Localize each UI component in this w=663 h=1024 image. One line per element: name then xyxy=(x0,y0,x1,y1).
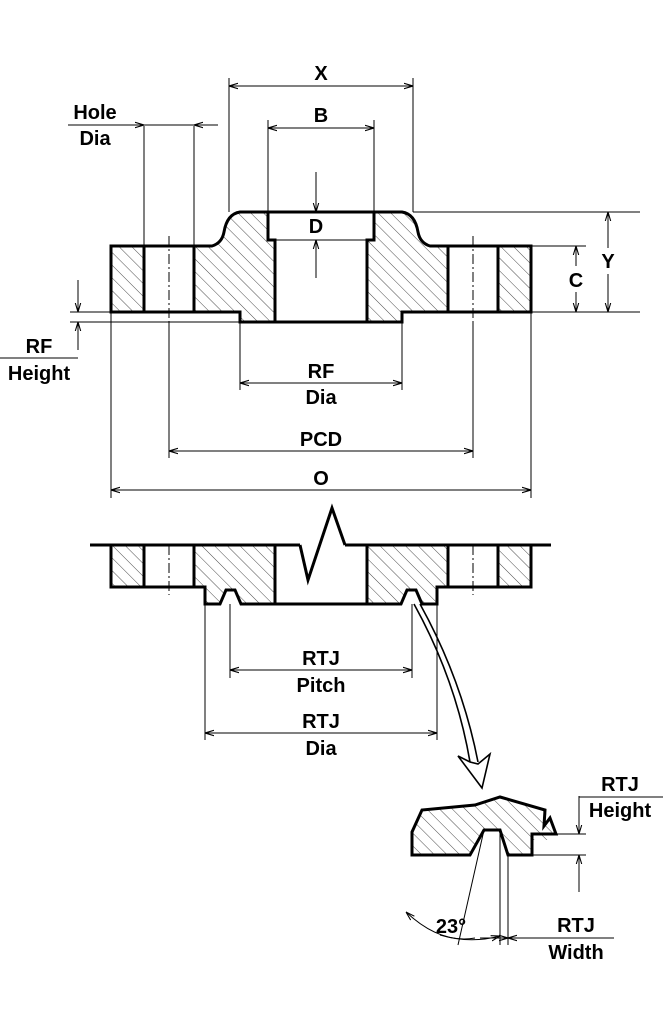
rtj-flange-hatching xyxy=(111,545,531,604)
label-hole-dia-2: Dia xyxy=(79,128,111,150)
label-rtj-dia-1: RTJ xyxy=(302,711,340,733)
dimension-rf-height: RF Height xyxy=(0,280,240,385)
label-rtj-height-1: RTJ xyxy=(601,774,639,796)
label-rtj-width-1: RTJ xyxy=(557,915,595,937)
label-b: B xyxy=(314,105,328,127)
label-rf-height-1: RF xyxy=(26,336,53,358)
label-rtj-pitch-2: Pitch xyxy=(297,675,346,697)
label-rf-dia-2: Dia xyxy=(305,387,337,409)
dimension-rtj-dia: RTJ Dia xyxy=(204,604,438,760)
label-o: O xyxy=(313,468,329,490)
rtj-detail-outline xyxy=(410,795,559,857)
rf-flange-outline xyxy=(109,210,533,324)
dimension-b: B xyxy=(267,105,375,212)
bore-outline xyxy=(266,212,376,322)
dimension-d: D xyxy=(275,172,367,278)
rtj-groove-detail xyxy=(410,795,559,857)
label-rtj-height-2: Height xyxy=(589,800,652,822)
label-y: Y xyxy=(601,251,615,273)
label-rtj-width-2: Width xyxy=(548,942,603,964)
bolt-hole-right xyxy=(446,236,500,322)
label-x: X xyxy=(314,63,328,85)
dimension-hole-dia: Hole Dia xyxy=(68,102,218,246)
label-rtj-pitch-1: RTJ xyxy=(302,648,340,670)
rtj-flange-section xyxy=(90,503,551,606)
label-c: C xyxy=(569,270,583,292)
rf-flange-section xyxy=(109,210,533,324)
dimension-x: X xyxy=(228,63,414,212)
label-d: D xyxy=(309,216,323,238)
detail-arrow xyxy=(413,603,492,790)
rtj-bolt-hole-right xyxy=(446,545,500,595)
label-angle: 23° xyxy=(436,916,466,938)
dimension-rtj-pitch: RTJ Pitch xyxy=(229,604,413,697)
dimension-pcd: PCD xyxy=(168,322,474,458)
dimension-rtj-height: RTJ Height xyxy=(532,774,663,892)
dimension-c: C xyxy=(531,245,640,313)
rf-flange-hatching xyxy=(111,212,531,322)
dimension-angle: 23° xyxy=(406,829,500,946)
bolt-hole-left xyxy=(142,236,196,322)
label-rtj-dia-2: Dia xyxy=(305,738,337,760)
label-rf-height-2: Height xyxy=(8,363,71,385)
dimension-y: Y xyxy=(413,211,640,312)
label-rf-dia-1: RF xyxy=(308,361,335,383)
dimension-rtj-width: RTJ Width xyxy=(480,855,614,964)
label-pcd: PCD xyxy=(300,429,342,451)
dimension-o: O xyxy=(110,312,532,498)
rtj-flange-outline xyxy=(109,545,533,606)
dimension-rf-dia: RF Dia xyxy=(239,322,403,409)
label-hole-dia-1: Hole xyxy=(73,102,116,124)
rtj-bolt-hole-left xyxy=(142,545,196,595)
